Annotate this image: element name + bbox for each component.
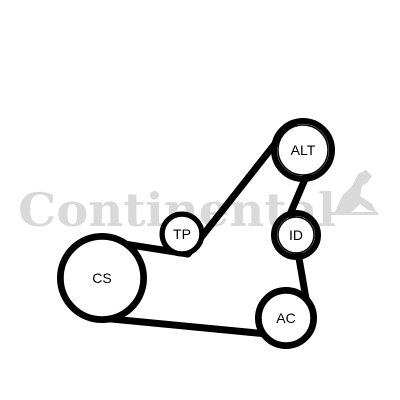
pulley-id: ID: [277, 216, 315, 254]
pulley-ac-circle: [260, 292, 312, 344]
pulley-id-circle: [277, 216, 315, 254]
pulley-cs: CS: [62, 238, 142, 318]
pulley-cs-label: CS: [92, 270, 111, 286]
drive-belt: [57, 118, 335, 349]
pulley-ac: AC: [260, 292, 312, 344]
pulley-ac-label: AC: [276, 310, 295, 326]
pulley-tp: TP: [163, 215, 201, 253]
pulley-alt-circle: [277, 124, 329, 176]
pulley-alt-label: ALT: [291, 142, 316, 158]
pulley-tp-circle: [163, 215, 201, 253]
horse-logo-icon: [330, 170, 378, 215]
pulley-id-label: ID: [289, 227, 303, 243]
pulley-cs-circle: [62, 238, 142, 318]
pulley-alt: ALT: [277, 124, 329, 176]
pulley-tp-label: TP: [173, 226, 191, 242]
